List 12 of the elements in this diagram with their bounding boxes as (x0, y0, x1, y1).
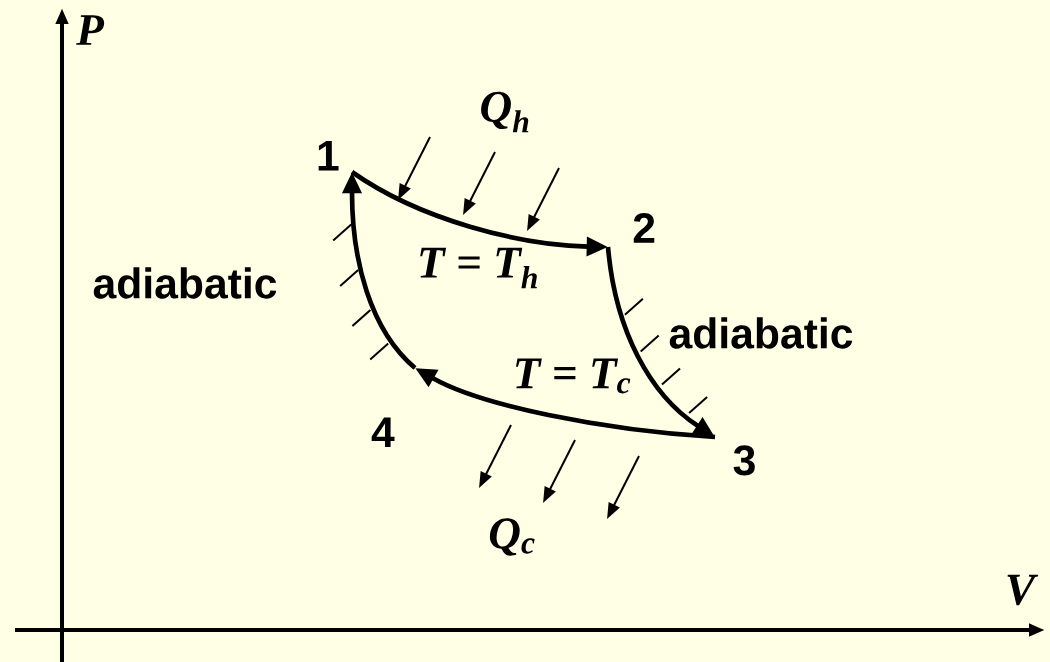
edge-label: T = T$_{h}$ (415, 246, 541, 290)
point-number: 2 (633, 212, 655, 243)
point-number: 1 (318, 141, 339, 171)
edge-label: adiabatic (91, 266, 279, 300)
edge-label: adiabatic (667, 316, 855, 350)
edge-label: T = T$_{c}$ (511, 357, 633, 395)
heat-label: Q$_{c}$ (489, 518, 535, 556)
point-number: 3 (733, 445, 755, 476)
heat-label: Q$_{h}$ (481, 91, 529, 133)
axis-label: P (76, 15, 105, 45)
point-number: 4 (371, 417, 395, 447)
axis-label: V (1007, 574, 1039, 606)
